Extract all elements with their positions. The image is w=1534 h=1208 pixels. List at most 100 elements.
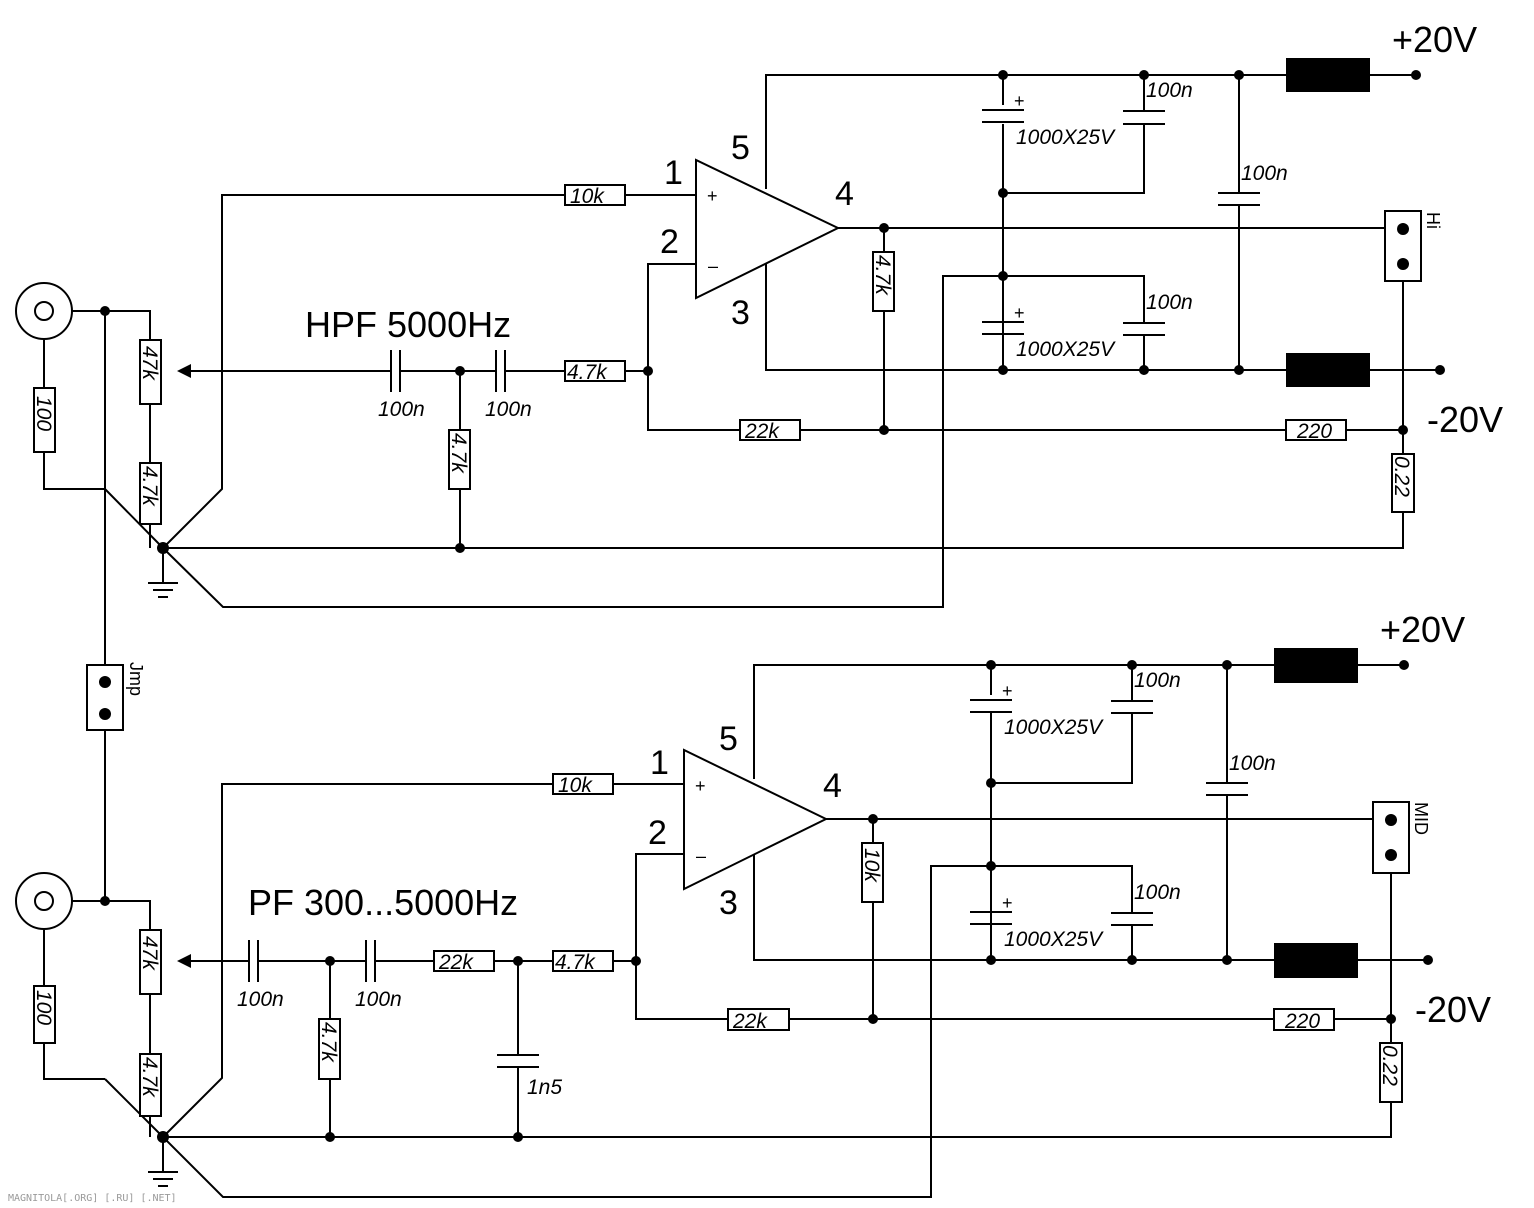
hi-pin-5: 5 (731, 129, 750, 167)
hi-r-22k (739, 419, 801, 441)
hi-supply-neg: -20V (1427, 399, 1503, 440)
watermark-text: MAGNITOLA[.ORG] [.RU] [.NET] (8, 1193, 177, 1204)
hi-filter-title: HPF 5000Hz (305, 304, 511, 345)
hi-elcap-bot-label: 1000X25V (1016, 338, 1116, 361)
hi-cap-rail (1218, 192, 1260, 206)
hi-c2 (495, 350, 506, 392)
hi-opamp (695, 158, 841, 300)
mid-r-input-label: 100 (32, 990, 55, 1025)
hi-r-shunt-label: 4.7k (447, 433, 470, 474)
hi-elcap-bot-plus: + (1014, 303, 1025, 323)
hi-labels: HPF 5000Hz 1 2 3 4 5 + – +20V -20V 100n … (32, 19, 1503, 507)
mid-pot[interactable] (139, 929, 162, 995)
hi-elcap-top-plus: + (1014, 91, 1025, 111)
mid-supply-pos: +20V (1380, 609, 1465, 650)
mid-elcap-top-plus: + (1002, 681, 1013, 701)
hi-c2-label: 100n (485, 398, 532, 421)
mid-labels: PF 300...5000Hz 1 2 3 4 5 + – +20V -20V … (32, 609, 1491, 1099)
mid-c1 (248, 940, 259, 982)
mid-c2 (365, 940, 376, 982)
hi-r-22k-label: 22k (744, 420, 780, 443)
mid-inductor-top (1274, 648, 1358, 683)
hi-r-series-label: 4.7k (567, 361, 608, 384)
hi-r-gnd-label: 4.7k (138, 466, 161, 507)
hi-r-in-plus (564, 184, 626, 206)
hi-r-feedback (872, 251, 895, 312)
mid-c2-label: 100n (355, 988, 402, 1011)
hi-r-220 (1285, 419, 1347, 441)
hi-ground-icon (148, 582, 178, 598)
hi-r-shunt (448, 429, 471, 490)
mid-r-gnd-label: 4.7k (138, 1057, 161, 1098)
hi-output-pin-1 (1397, 223, 1409, 235)
mid-elcap-bot-plus: + (1002, 893, 1013, 913)
hi-minus-sign: – (708, 256, 718, 276)
hi-wires (43, 74, 1440, 665)
mid-pin-4: 4 (823, 767, 842, 805)
hi-r-input (33, 387, 56, 453)
mid-cap-top-label: 100n (1134, 669, 1181, 692)
mid-pin-3: 3 (719, 884, 738, 922)
hi-r-in-plus-label: 10k (570, 185, 605, 208)
mid-c1-label: 100n (237, 988, 284, 1011)
mid-ground-icon (148, 1171, 178, 1187)
mid-r-feedback (861, 842, 884, 903)
hi-r-022 (1391, 453, 1415, 513)
hi-elcap-top (982, 109, 1024, 123)
hi-pin-1: 1 (664, 154, 683, 192)
hi-supply-pos: +20V (1392, 19, 1477, 60)
hi-r-022-label: 0.22 (1390, 456, 1413, 497)
hi-r-gnd (139, 462, 162, 525)
mid-r-022-label: 0.22 (1378, 1045, 1401, 1086)
mid-output-label: MID (1411, 802, 1431, 835)
mid-output-connector[interactable] (1372, 801, 1410, 874)
mid-components (15, 648, 1410, 1187)
hi-r-220-label: 220 (1296, 420, 1332, 443)
mid-wires (43, 664, 1428, 1198)
hi-pin-3: 3 (731, 294, 750, 332)
mid-r-22k-series-label: 22k (438, 951, 474, 974)
mid-cap-top (1111, 700, 1153, 714)
hi-c1-label: 100n (378, 398, 425, 421)
mid-pot-label: 47k (138, 936, 161, 971)
hi-r-feedback-label: 4.7k (871, 255, 894, 296)
mid-cap-rail-label: 100n (1229, 752, 1276, 775)
hi-plus-sign: + (707, 186, 718, 206)
mid-c-1n5-label: 1n5 (527, 1076, 562, 1099)
hi-cap-top-label: 100n (1146, 79, 1193, 102)
mid-pin-5: 5 (719, 720, 738, 758)
mid-filter-title: PF 300...5000Hz (248, 882, 518, 923)
hi-cap-bot-label: 100n (1146, 291, 1193, 314)
mid-r-22k-label: 22k (732, 1010, 768, 1033)
mid-pin-2: 2 (648, 814, 667, 852)
mid-elcap-top (970, 699, 1012, 713)
hi-pin-2: 2 (660, 223, 679, 261)
mid-r-input (33, 985, 56, 1044)
mid-cap-bot-label: 100n (1134, 881, 1181, 904)
mid-r-in-plus (552, 773, 614, 795)
jumper-label: Jmp (126, 662, 146, 696)
mid-r-220-label: 220 (1284, 1010, 1320, 1033)
mid-input-jack-center (34, 891, 54, 911)
mid-supply-neg: -20V (1415, 989, 1491, 1030)
mid-output-pin-1 (1385, 814, 1397, 826)
hi-inductor-bot (1286, 353, 1370, 387)
hi-inductor-top (1286, 58, 1370, 92)
mid-cap-bot (1111, 912, 1153, 926)
mid-pot-wiper-arrow (177, 954, 191, 968)
hi-output-connector[interactable] (1384, 210, 1422, 282)
jumper[interactable] (86, 664, 124, 731)
hi-pot[interactable] (139, 339, 162, 405)
mid-elcap-bot-label: 1000X25V (1004, 928, 1104, 951)
mid-elcap-bot (970, 911, 1012, 925)
hi-elcap-top-label: 1000X25V (1016, 126, 1116, 149)
mid-output-pin-2 (1385, 849, 1397, 861)
mid-r-series-label: 4.7k (555, 951, 596, 974)
hi-c1 (390, 350, 401, 392)
mid-r-shunt-label: 4.7k (317, 1022, 340, 1063)
mid-pin-1: 1 (650, 744, 669, 782)
hi-input-jack-center (34, 301, 54, 321)
mid-r-22k-series (433, 950, 495, 972)
mid-inductor-bot (1274, 943, 1358, 978)
hi-junctions (100, 70, 1445, 554)
